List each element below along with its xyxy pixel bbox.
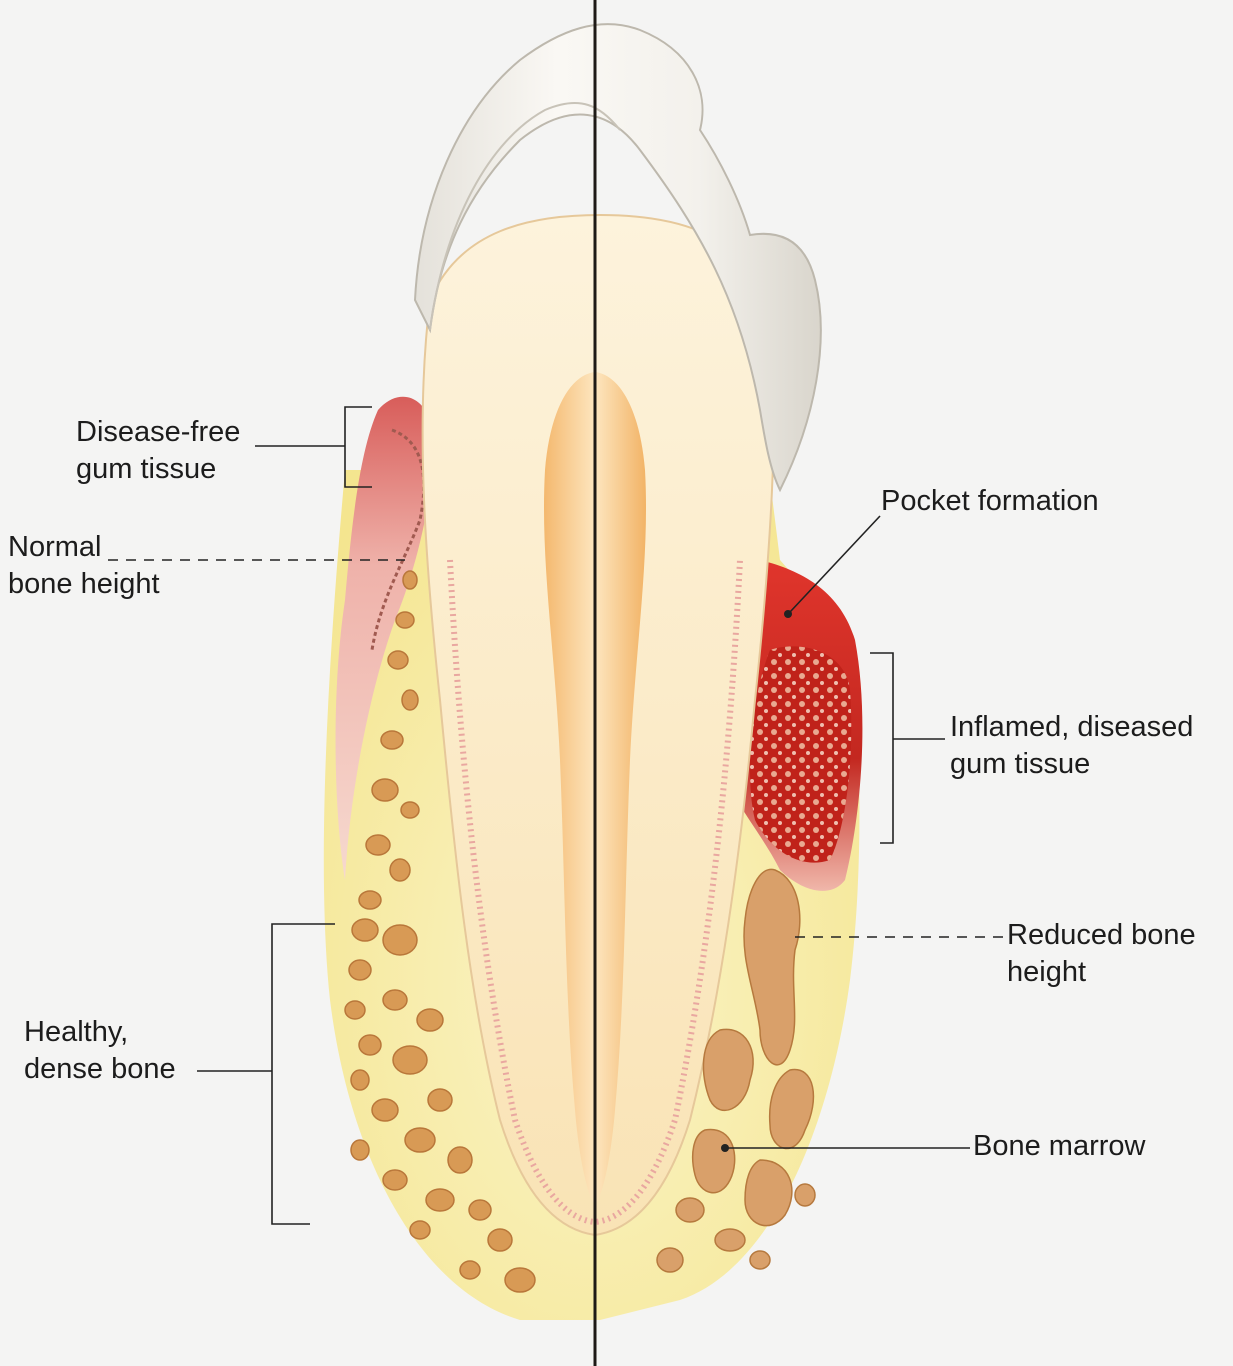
label-line: Healthy, [24,1014,176,1051]
label-line: Disease-free [76,414,240,451]
label-normal-bone-height: Normal bone height [8,529,160,603]
label-line: height [1007,954,1196,991]
label-line: Bone marrow [973,1128,1145,1165]
label-line: gum tissue [950,746,1193,783]
label-bone-marrow: Bone marrow [973,1128,1145,1165]
label-reduced-bone-height: Reduced bone height [1007,917,1196,991]
label-line: Inflamed, diseased [950,709,1193,746]
label-line: dense bone [24,1051,176,1088]
label-inflamed-diseased-gum-tissue: Inflamed, diseased gum tissue [950,709,1193,783]
label-line: bone height [8,566,160,603]
label-pocket-formation: Pocket formation [881,483,1099,520]
label-line: gum tissue [76,451,240,488]
label-line: Normal [8,529,160,566]
label-healthy-dense-bone: Healthy, dense bone [24,1014,176,1088]
label-line: Pocket formation [881,483,1099,520]
label-line: Reduced bone [1007,917,1196,954]
label-disease-free-gum-tissue: Disease-free gum tissue [76,414,240,488]
